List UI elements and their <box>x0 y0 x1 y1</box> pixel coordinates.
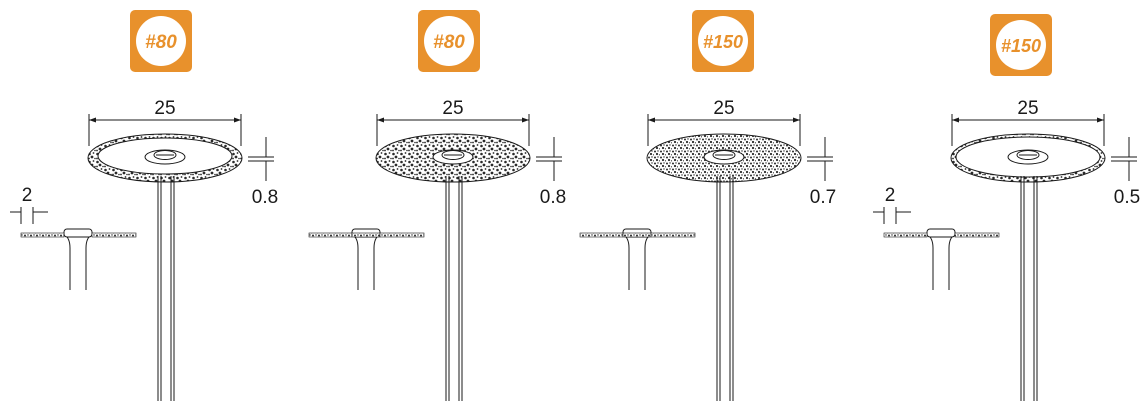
diameter-dimension <box>376 114 530 146</box>
grit-label: #80 <box>145 32 177 53</box>
thickness-label: 0.7 <box>810 187 836 208</box>
side-view <box>579 228 696 290</box>
thickness-label: 0.5 <box>1114 187 1140 208</box>
side-view: 2 <box>10 185 137 290</box>
disc-4: #150 25 0.5 <box>873 14 1140 401</box>
diameter-dimension <box>951 114 1105 146</box>
side-view <box>308 228 425 290</box>
disc-1: #80 25 0.8 <box>10 10 278 401</box>
disc-3: #150 25 0.7 <box>579 10 836 401</box>
thickness-dimension <box>248 137 274 181</box>
thickness-dimension <box>807 137 833 181</box>
mandrel <box>703 149 745 401</box>
diameter-label: 25 <box>442 98 463 119</box>
side-view: 2 <box>873 185 1000 290</box>
diameter-label: 25 <box>1017 98 1038 119</box>
side-width-label: 2 <box>885 185 896 206</box>
diameter-dimension <box>88 114 242 146</box>
mandrel <box>1007 149 1049 401</box>
thickness-dimension <box>1111 137 1137 181</box>
diameter-label: 25 <box>713 98 734 119</box>
grit-label: #150 <box>1001 36 1041 56</box>
thickness-label: 0.8 <box>540 187 566 208</box>
grit-badge: #150 <box>692 10 754 72</box>
grit-label: #150 <box>703 32 743 52</box>
diameter-dimension <box>647 114 801 146</box>
thickness-label: 0.8 <box>252 187 278 208</box>
grit-badge: #80 <box>418 10 480 72</box>
diameter-label: 25 <box>154 98 175 119</box>
mandrel <box>144 149 186 401</box>
mandrel <box>432 149 474 401</box>
grit-badge: #80 <box>130 10 192 72</box>
disc-2: #80 25 0.8 <box>308 10 566 401</box>
grit-label: #80 <box>433 32 465 53</box>
thickness-dimension <box>536 137 562 181</box>
side-width-label: 2 <box>22 185 33 206</box>
grit-badge: #150 <box>990 14 1052 76</box>
